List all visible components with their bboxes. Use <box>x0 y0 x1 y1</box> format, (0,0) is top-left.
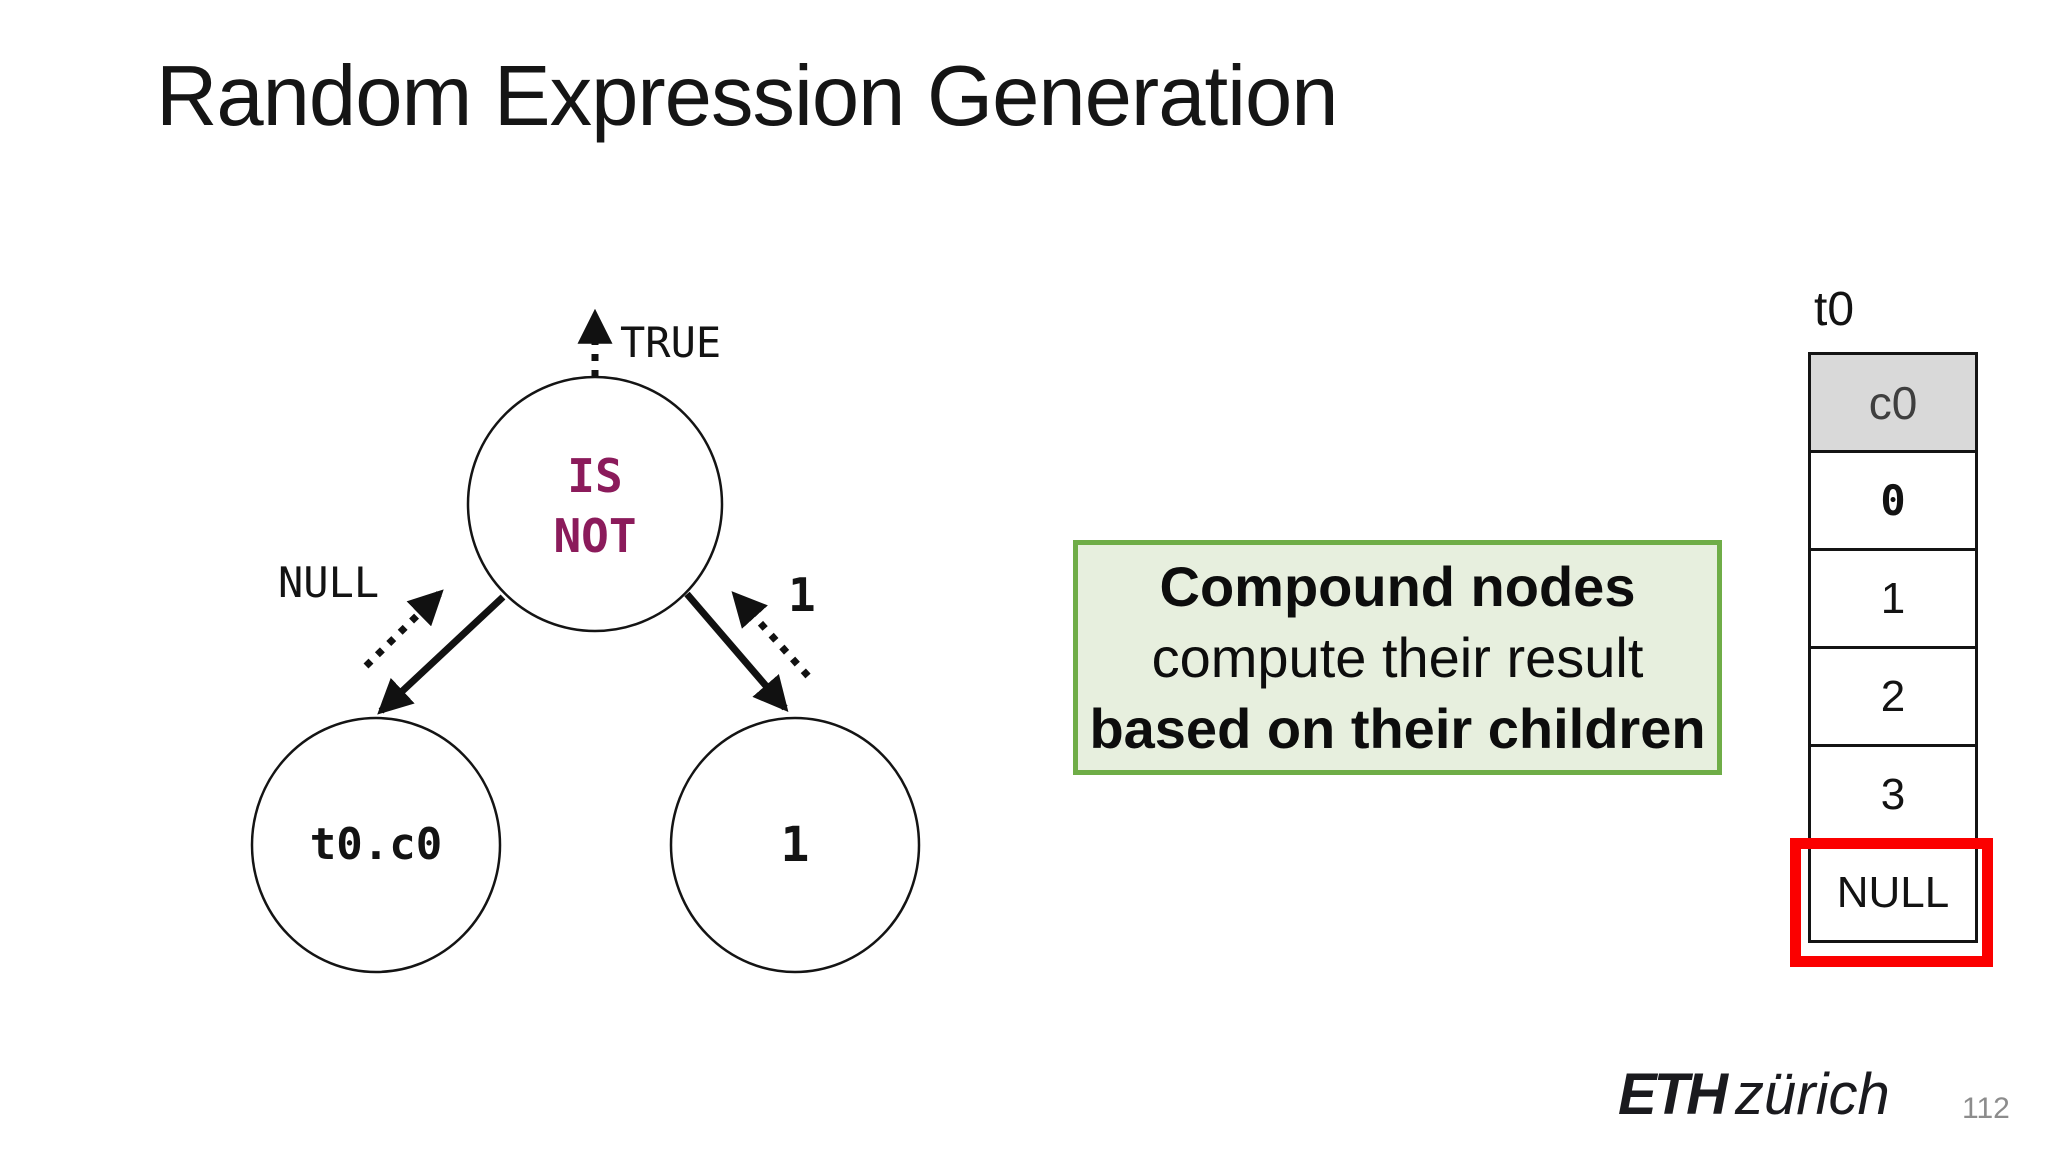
eth-logo-city-part: zürich <box>1735 1062 1890 1127</box>
column-table: c0 0 1 2 3 NULL <box>1808 352 1978 943</box>
right-child-circle <box>669 716 921 974</box>
null-result-label: NULL <box>278 558 380 607</box>
callout-box: Compound nodes compute their result base… <box>1073 540 1722 775</box>
eth-logo-bold-part: ETH <box>1618 1062 1728 1127</box>
result-arrow-right-up <box>731 591 811 679</box>
table-row: 2 <box>1811 649 1975 747</box>
table-name-label: t0 <box>1814 283 1855 336</box>
table-header-cell: c0 <box>1811 355 1975 453</box>
edge-root-left <box>377 594 506 715</box>
page-number: 112 <box>1962 1092 2010 1125</box>
table-row: 0 <box>1811 453 1975 551</box>
null-row-highlight-box <box>1790 838 1993 967</box>
table-row: 1 <box>1811 551 1975 649</box>
table-row: 3 <box>1811 747 1975 845</box>
one-result-label: 1 <box>788 568 816 622</box>
table-row: NULL <box>1811 845 1975 940</box>
root-node-label-line2: NOT <box>553 509 637 563</box>
callout-line-3: based on their children <box>1089 697 1706 760</box>
edge-root-right <box>684 591 789 712</box>
result-arrow-left-up <box>363 589 444 669</box>
callout-line-2: compute their result <box>1151 626 1644 689</box>
right-child-label: 1 <box>780 817 810 873</box>
left-child-label: t0.c0 <box>309 819 443 870</box>
root-node-label-line1: IS <box>567 449 623 503</box>
left-child-circle <box>250 716 502 974</box>
slide-title: Random Expression Generation <box>156 49 1339 144</box>
root-node-label: IS NOT <box>553 446 636 566</box>
callout-line-1: Compound nodes <box>1159 555 1636 618</box>
true-result-label: TRUE <box>620 318 722 367</box>
